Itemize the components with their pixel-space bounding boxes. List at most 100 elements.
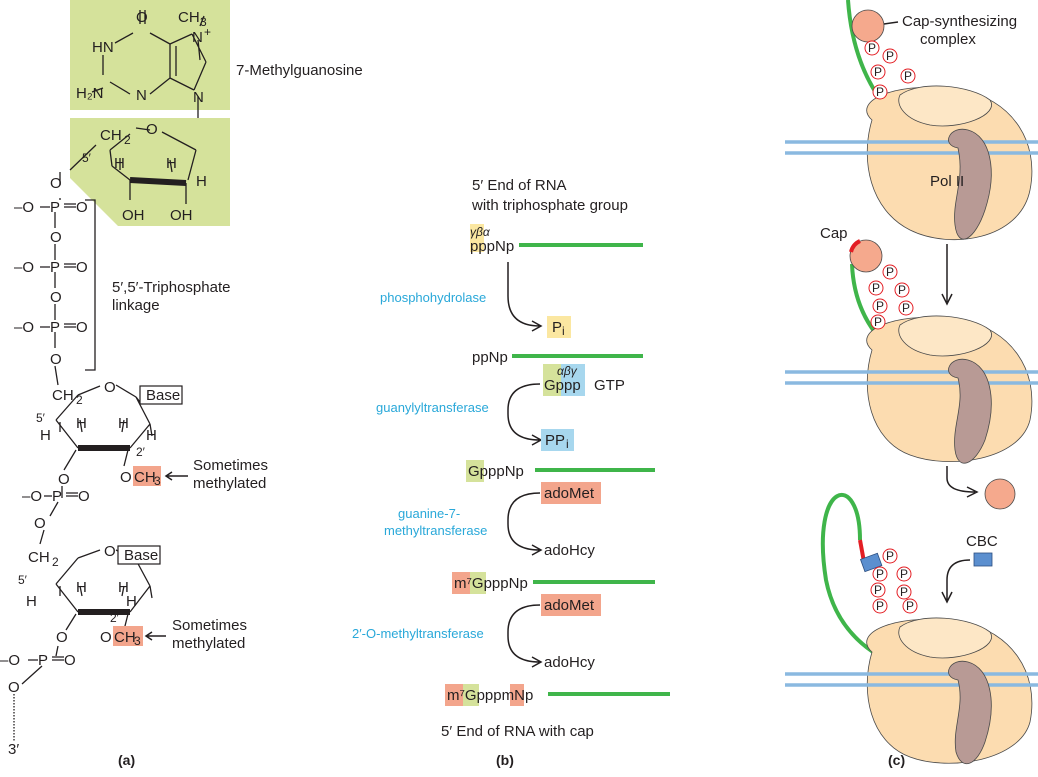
linkage-label-1: 5′,5′-Triphosphate [112,279,230,296]
p-2-6-label: P [874,315,882,329]
cbc-bound [859,552,883,573]
methyl-note-1b: methylated [193,475,266,492]
atom-sub3: 3 [200,15,207,29]
atom-oh2: OH [170,207,193,224]
greek-labels-1: γβα [470,225,491,239]
enzyme-3b: methyltransferase [384,523,487,538]
atom-ominus-4: –O [22,488,42,505]
arrow-c1-head [941,293,953,306]
atom-sub3-2: 3 [134,634,141,648]
arrow-3 [507,492,543,556]
ctd-phosphates-3: P P P P P P P [870,548,918,614]
panel-b: 5′ End of RNA with triphosphate group γβ… [352,177,670,768]
atom-o-t2: O [50,289,62,306]
species-gpppnp: GpppNp [468,463,524,480]
atom-o: O [136,9,148,26]
atom-n3: N [136,87,147,104]
gamma-highlight [470,224,484,252]
adomet-label-2: adoMet [544,597,595,614]
atom-ch3-1: CH [134,469,156,486]
five-prime-2: 5′ [18,573,28,587]
base-box-1 [139,385,183,405]
atom-p-1: P [50,199,60,216]
atom-o-t3: O [50,351,62,368]
p-3-5 [896,584,912,600]
atom-h-n2b: H [76,579,87,596]
pi-label: P [552,319,562,336]
pol-unit-1: Cap-synthesizing complex Pol II P P P P … [785,0,1038,306]
atom-ominus-3: –O [14,319,34,336]
g-highlight-s4 [470,572,486,594]
adomet-label-1: adoMet [544,485,595,502]
ctd-2 [948,358,992,464]
pi-sub: i [562,324,565,338]
cap-ribose-bonds [69,127,197,181]
panel-label-a: (a) [118,752,135,768]
atom-n9: N [193,89,204,106]
p-1-3 [870,64,886,80]
atom-o-t1: O [50,229,62,246]
ctd-phosphates-2: P P P P P P [868,264,914,330]
atom-plus: + [204,25,211,39]
base-box-2 [117,545,161,565]
ppp-highlight-gtp [561,364,585,396]
arrow-c2 [946,466,979,498]
p-2-4 [872,298,888,314]
two-prime-2: 2′ [110,611,120,625]
phosphate-2-bonds [39,492,78,545]
atom-h2n: H₂N [76,85,104,102]
p-3-3-label: P [900,567,908,581]
p-1-5 [872,84,888,100]
methyl-note-2b: methylated [172,635,245,652]
methyl-highlight-2 [113,626,143,646]
p-1-1-label: P [868,41,876,55]
m7-highlight-s5 [445,684,463,706]
pol-unit-2: Cap P P P P P P CBC [785,225,1038,604]
pol2-lobe-2 [898,315,992,357]
p-1-4-label: P [904,69,912,83]
atom-h-n2c: H [118,579,129,596]
methyl-arrow-2 [144,631,166,641]
species-m7gpppnp: m⁷GpppNp [454,575,528,592]
enzyme-3a: guanine-7- [398,506,460,521]
atom-sub2-1: 2 [76,393,83,407]
enzyme-2: guanylyltransferase [376,400,489,415]
pol2-body-2 [866,317,1033,462]
pol2-body-1 [866,87,1033,241]
linkage-bracket [85,199,96,371]
ctd-phosphates-1: P P P P P [864,40,916,100]
panel-a: O CH 3 N + HN H₂N N N 7-Methylguanosine … [0,0,363,768]
p-2-6 [870,314,886,330]
released-complex [984,478,1016,510]
cap-ribose-bold [129,177,187,186]
atom-o-t0: O [50,175,62,192]
atom-h-n2a: H [26,593,37,610]
enzyme-4: 2′-O-methyltransferase [352,626,484,641]
atom-p-4: P [52,488,62,505]
adomet-box-2 [541,594,601,616]
atom-ominus-2: –O [14,259,34,276]
m-highlight-s5 [510,684,524,706]
atom-o-ring-2: O [104,543,116,560]
panel-label-b: (b) [496,752,514,768]
atom-h-cap1: H [114,155,125,172]
species-pppnp: pppNp [470,238,514,255]
p-2-1 [882,264,898,280]
arrow-4 [507,604,543,668]
atom-h-cap2: H [166,155,177,172]
ppi-label: PP [545,432,565,449]
ctd-1 [948,128,992,240]
atom-n7: N [192,29,203,46]
ctd-3 [948,660,992,765]
arrow-c3 [941,559,971,604]
top-caption-1: 5′ End of RNA [472,177,567,194]
atom-o-t5: O [8,679,20,696]
atom-o-p4: O [78,488,90,505]
atom-ch2-1: CH [52,387,74,404]
complex-label-1: Cap-synthesizing [902,13,1017,30]
atom-ch3-2: CH [114,629,136,646]
adohcy-label-2: adoHcy [544,654,595,671]
head-label: 7-Methylguanosine [236,62,363,79]
three-prime: 3′ [8,741,19,758]
